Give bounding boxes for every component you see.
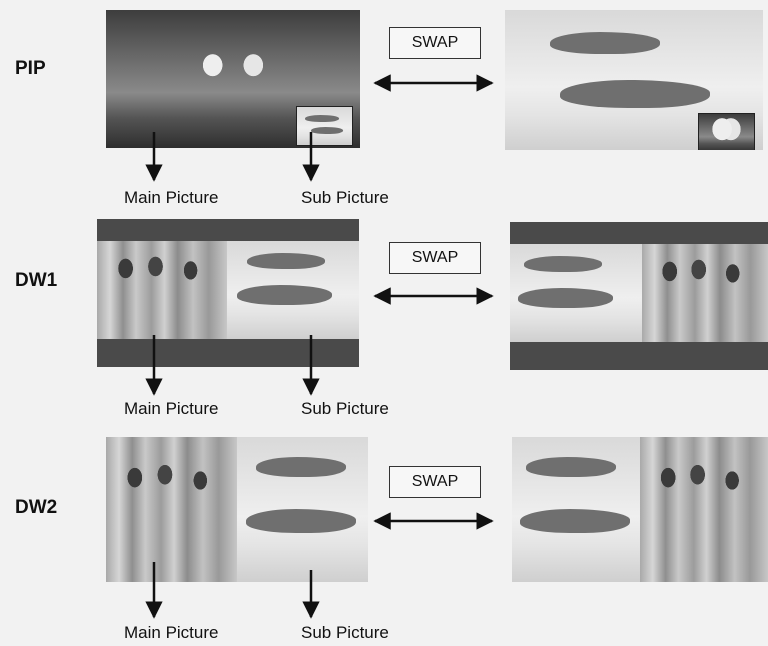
dw1-after-screen: [510, 222, 768, 370]
mode-label-dw2: DW2: [15, 497, 58, 518]
top-black-band: [97, 219, 359, 241]
main-picture-caption: Main Picture: [124, 188, 219, 207]
sub-picture-image: [640, 437, 768, 582]
mode-label-dw1: DW1: [15, 270, 58, 291]
dw1-before-screen: [97, 219, 359, 367]
sub-picture-inset: [698, 113, 755, 150]
sub-picture-inset: [296, 106, 353, 146]
main-picture-image: [97, 241, 227, 339]
swap-button-pip: SWAP: [389, 27, 481, 59]
sub-picture-image: [642, 244, 768, 342]
top-black-band: [510, 222, 768, 244]
sub-picture-caption: Sub Picture: [301, 623, 389, 642]
dw2-before-screen: [106, 437, 368, 582]
pip-before-screen: [106, 10, 360, 148]
main-picture-image: [106, 437, 237, 582]
main-picture-caption: Main Picture: [124, 623, 219, 642]
sub-picture-caption: Sub Picture: [301, 399, 389, 418]
pip-after-screen: [505, 10, 763, 150]
bottom-black-band: [97, 339, 359, 367]
dw2-after-screen: [512, 437, 768, 582]
main-picture-caption: Main Picture: [124, 399, 219, 418]
swap-button-dw1: SWAP: [389, 242, 481, 274]
bottom-black-band: [510, 342, 768, 370]
swap-button-dw2: SWAP: [389, 466, 481, 498]
mode-label-pip: PIP: [15, 58, 46, 79]
sub-picture-caption: Sub Picture: [301, 188, 389, 207]
